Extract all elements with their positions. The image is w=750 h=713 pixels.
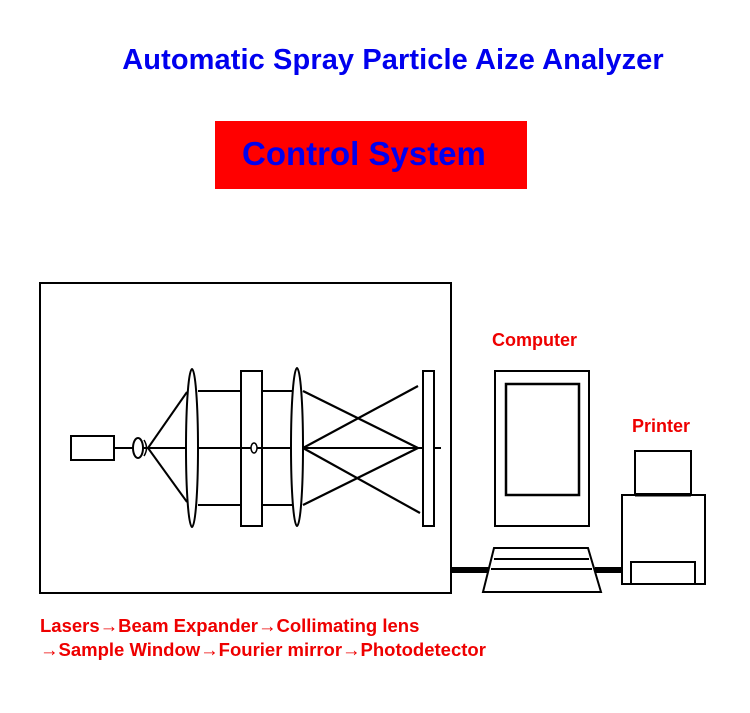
printer-icon: [621, 450, 706, 585]
photodetector-icon: [422, 370, 435, 527]
page-title: Automatic Spray Particle Aize Analyzer: [122, 44, 664, 76]
collimating-lens-icon: [185, 368, 199, 528]
sample-window-icon: [240, 370, 263, 527]
beam-expander-icon: [132, 437, 148, 459]
printer-label: Printer: [632, 416, 691, 436]
computer-icon: [481, 370, 603, 593]
process-caption: Lasers→Beam Expander→Collimating lens →S…: [40, 614, 486, 662]
collimated-beam: [198, 390, 292, 506]
caption-line-1: Lasers→Beam Expander→Collimating lens: [40, 615, 420, 636]
diverging-beam: [147, 391, 188, 503]
computer-label: Computer: [492, 330, 577, 350]
focused-rays: [302, 385, 421, 514]
caption-line-2: →Sample Window→Fourier mirror→Photodetec…: [40, 639, 486, 660]
control-system-banner: Control System: [215, 121, 527, 189]
laser-icon: [70, 435, 115, 461]
fourier-lens-icon: [290, 367, 304, 527]
optical-system-box: [39, 282, 452, 594]
banner-label: Control System: [242, 135, 486, 172]
